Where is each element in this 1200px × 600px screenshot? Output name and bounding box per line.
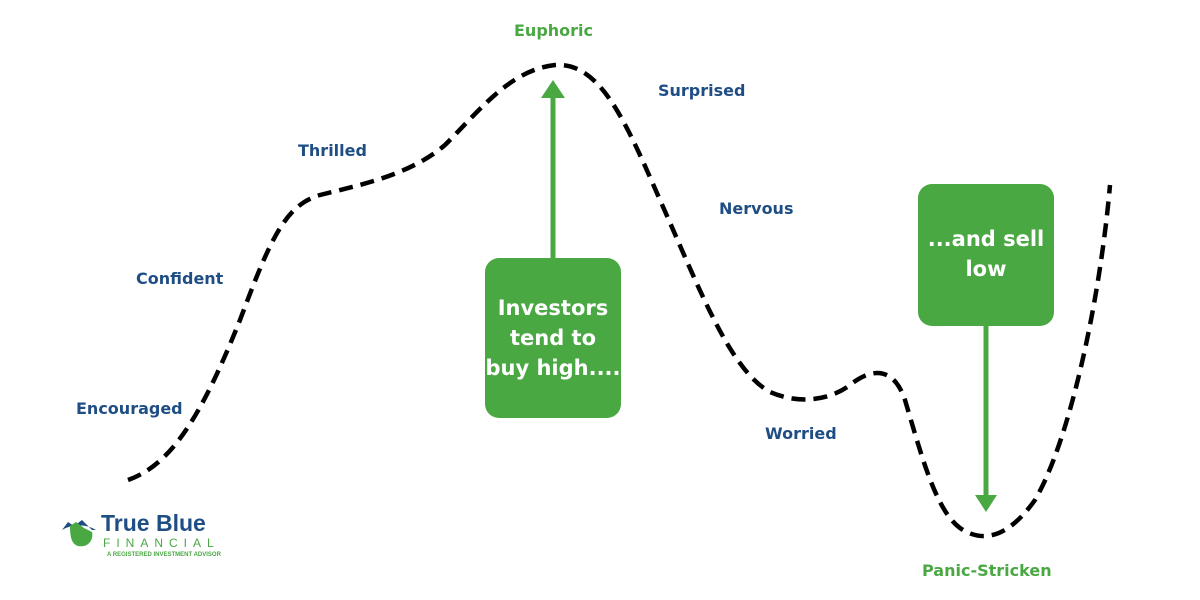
sell-arrow-head	[975, 495, 997, 512]
market-emotion-curve	[127, 62, 1113, 539]
label-worried: Worried	[765, 424, 837, 443]
buy-high-callout: Investors tend to buy high....	[485, 258, 621, 418]
buy-arrow-head	[541, 80, 565, 98]
label-encouraged: Encouraged	[76, 399, 183, 418]
logo-subtitle: FINANCIAL	[103, 536, 220, 550]
label-panic-stricken: Panic-Stricken	[922, 561, 1052, 580]
logo-icon	[62, 520, 96, 547]
label-surprised: Surprised	[658, 81, 746, 100]
logo-tagline: A REGISTERED INVESTMENT ADVISOR	[107, 552, 221, 558]
label-euphoric: Euphoric	[514, 21, 594, 40]
label-thrilled: Thrilled	[298, 141, 367, 160]
sell-low-callout: ...and sell low	[918, 184, 1054, 326]
label-confident: Confident	[136, 269, 224, 288]
label-nervous: Nervous	[719, 199, 794, 218]
logo-name: True Blue	[101, 510, 206, 536]
